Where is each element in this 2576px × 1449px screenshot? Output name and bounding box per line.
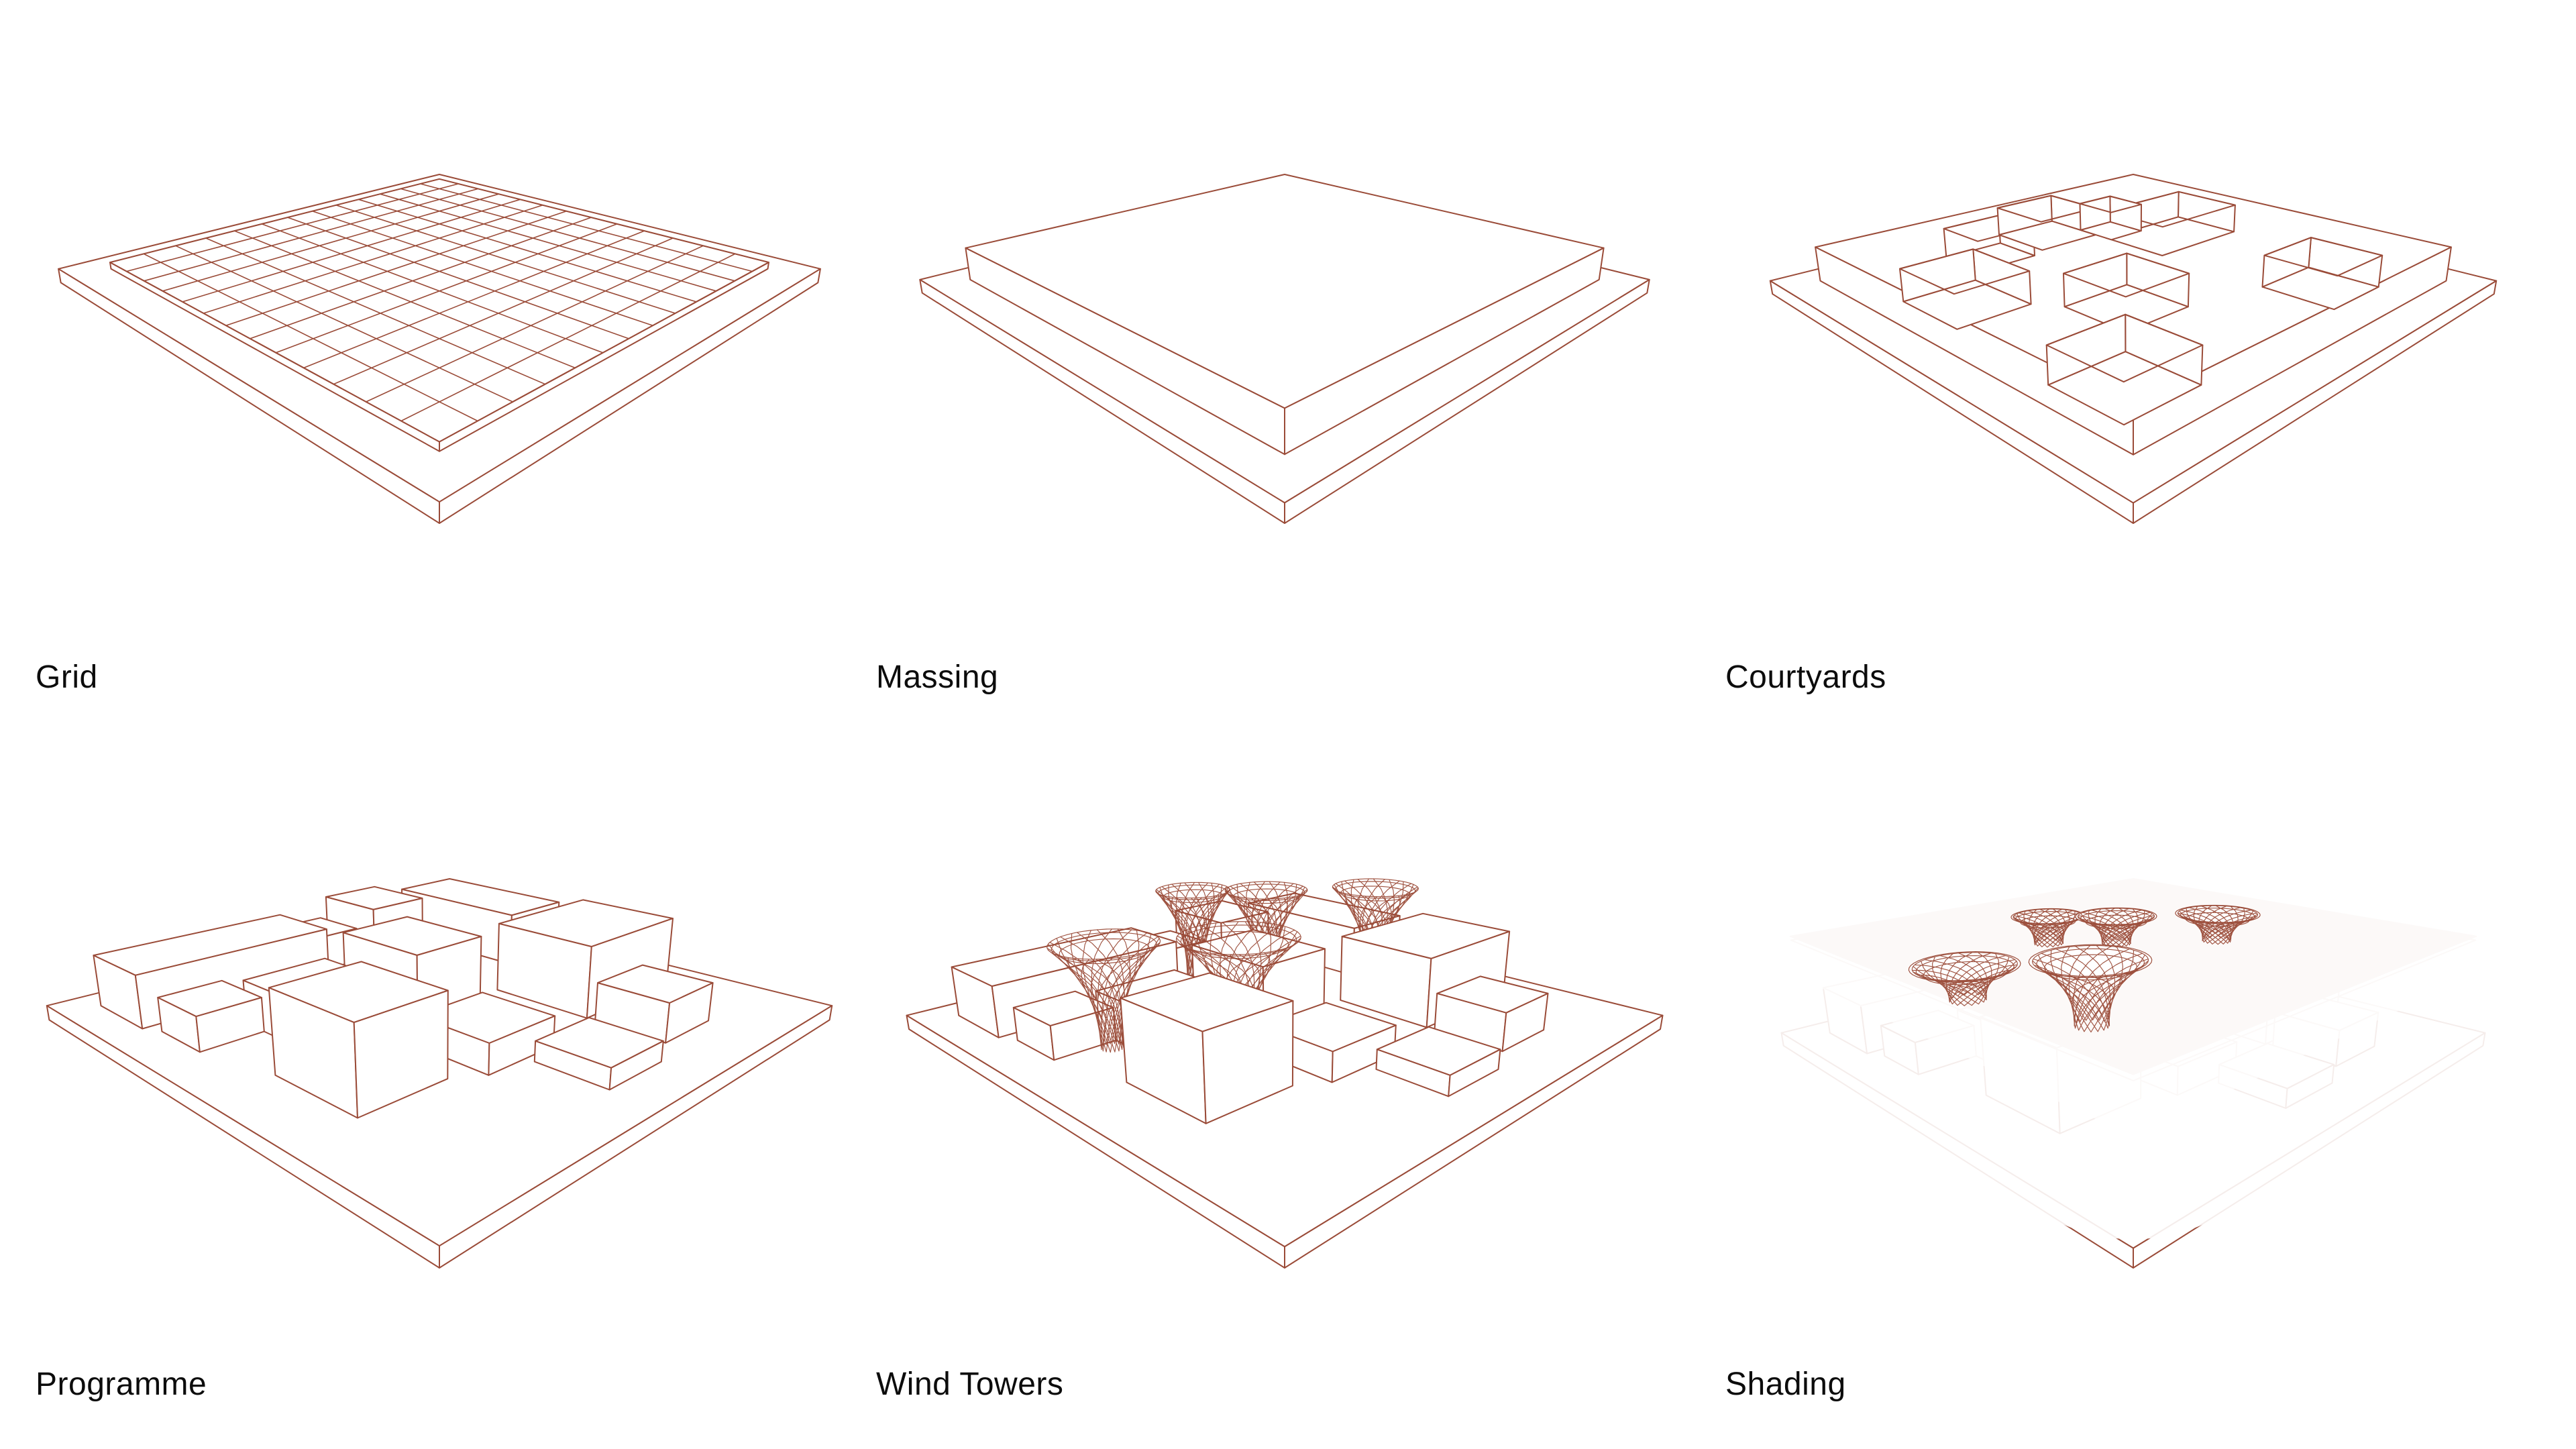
panel-label-grid: Grid xyxy=(36,660,98,696)
panel-label-courtyards: Courtyards xyxy=(1725,660,1886,696)
courtyards-diagram xyxy=(1704,0,2563,724)
panel-label-shading: Shading xyxy=(1725,1367,1846,1403)
panel-label-programme: Programme xyxy=(36,1367,207,1403)
panel-grid xyxy=(10,0,869,724)
panel-label-wind-towers: Wind Towers xyxy=(876,1367,1063,1403)
panel-programme xyxy=(10,724,869,1449)
panel-shading xyxy=(1704,724,2563,1449)
panel-wind-towers xyxy=(855,724,1714,1449)
wind-towers-diagram xyxy=(855,724,1714,1449)
panel-massing xyxy=(855,0,1714,724)
grid-diagram xyxy=(10,0,869,724)
panel-courtyards xyxy=(1704,0,2563,724)
programme-diagram xyxy=(10,724,869,1449)
shading-diagram xyxy=(1704,724,2563,1449)
panel-label-massing: Massing xyxy=(876,660,998,696)
massing-diagram xyxy=(855,0,1714,724)
